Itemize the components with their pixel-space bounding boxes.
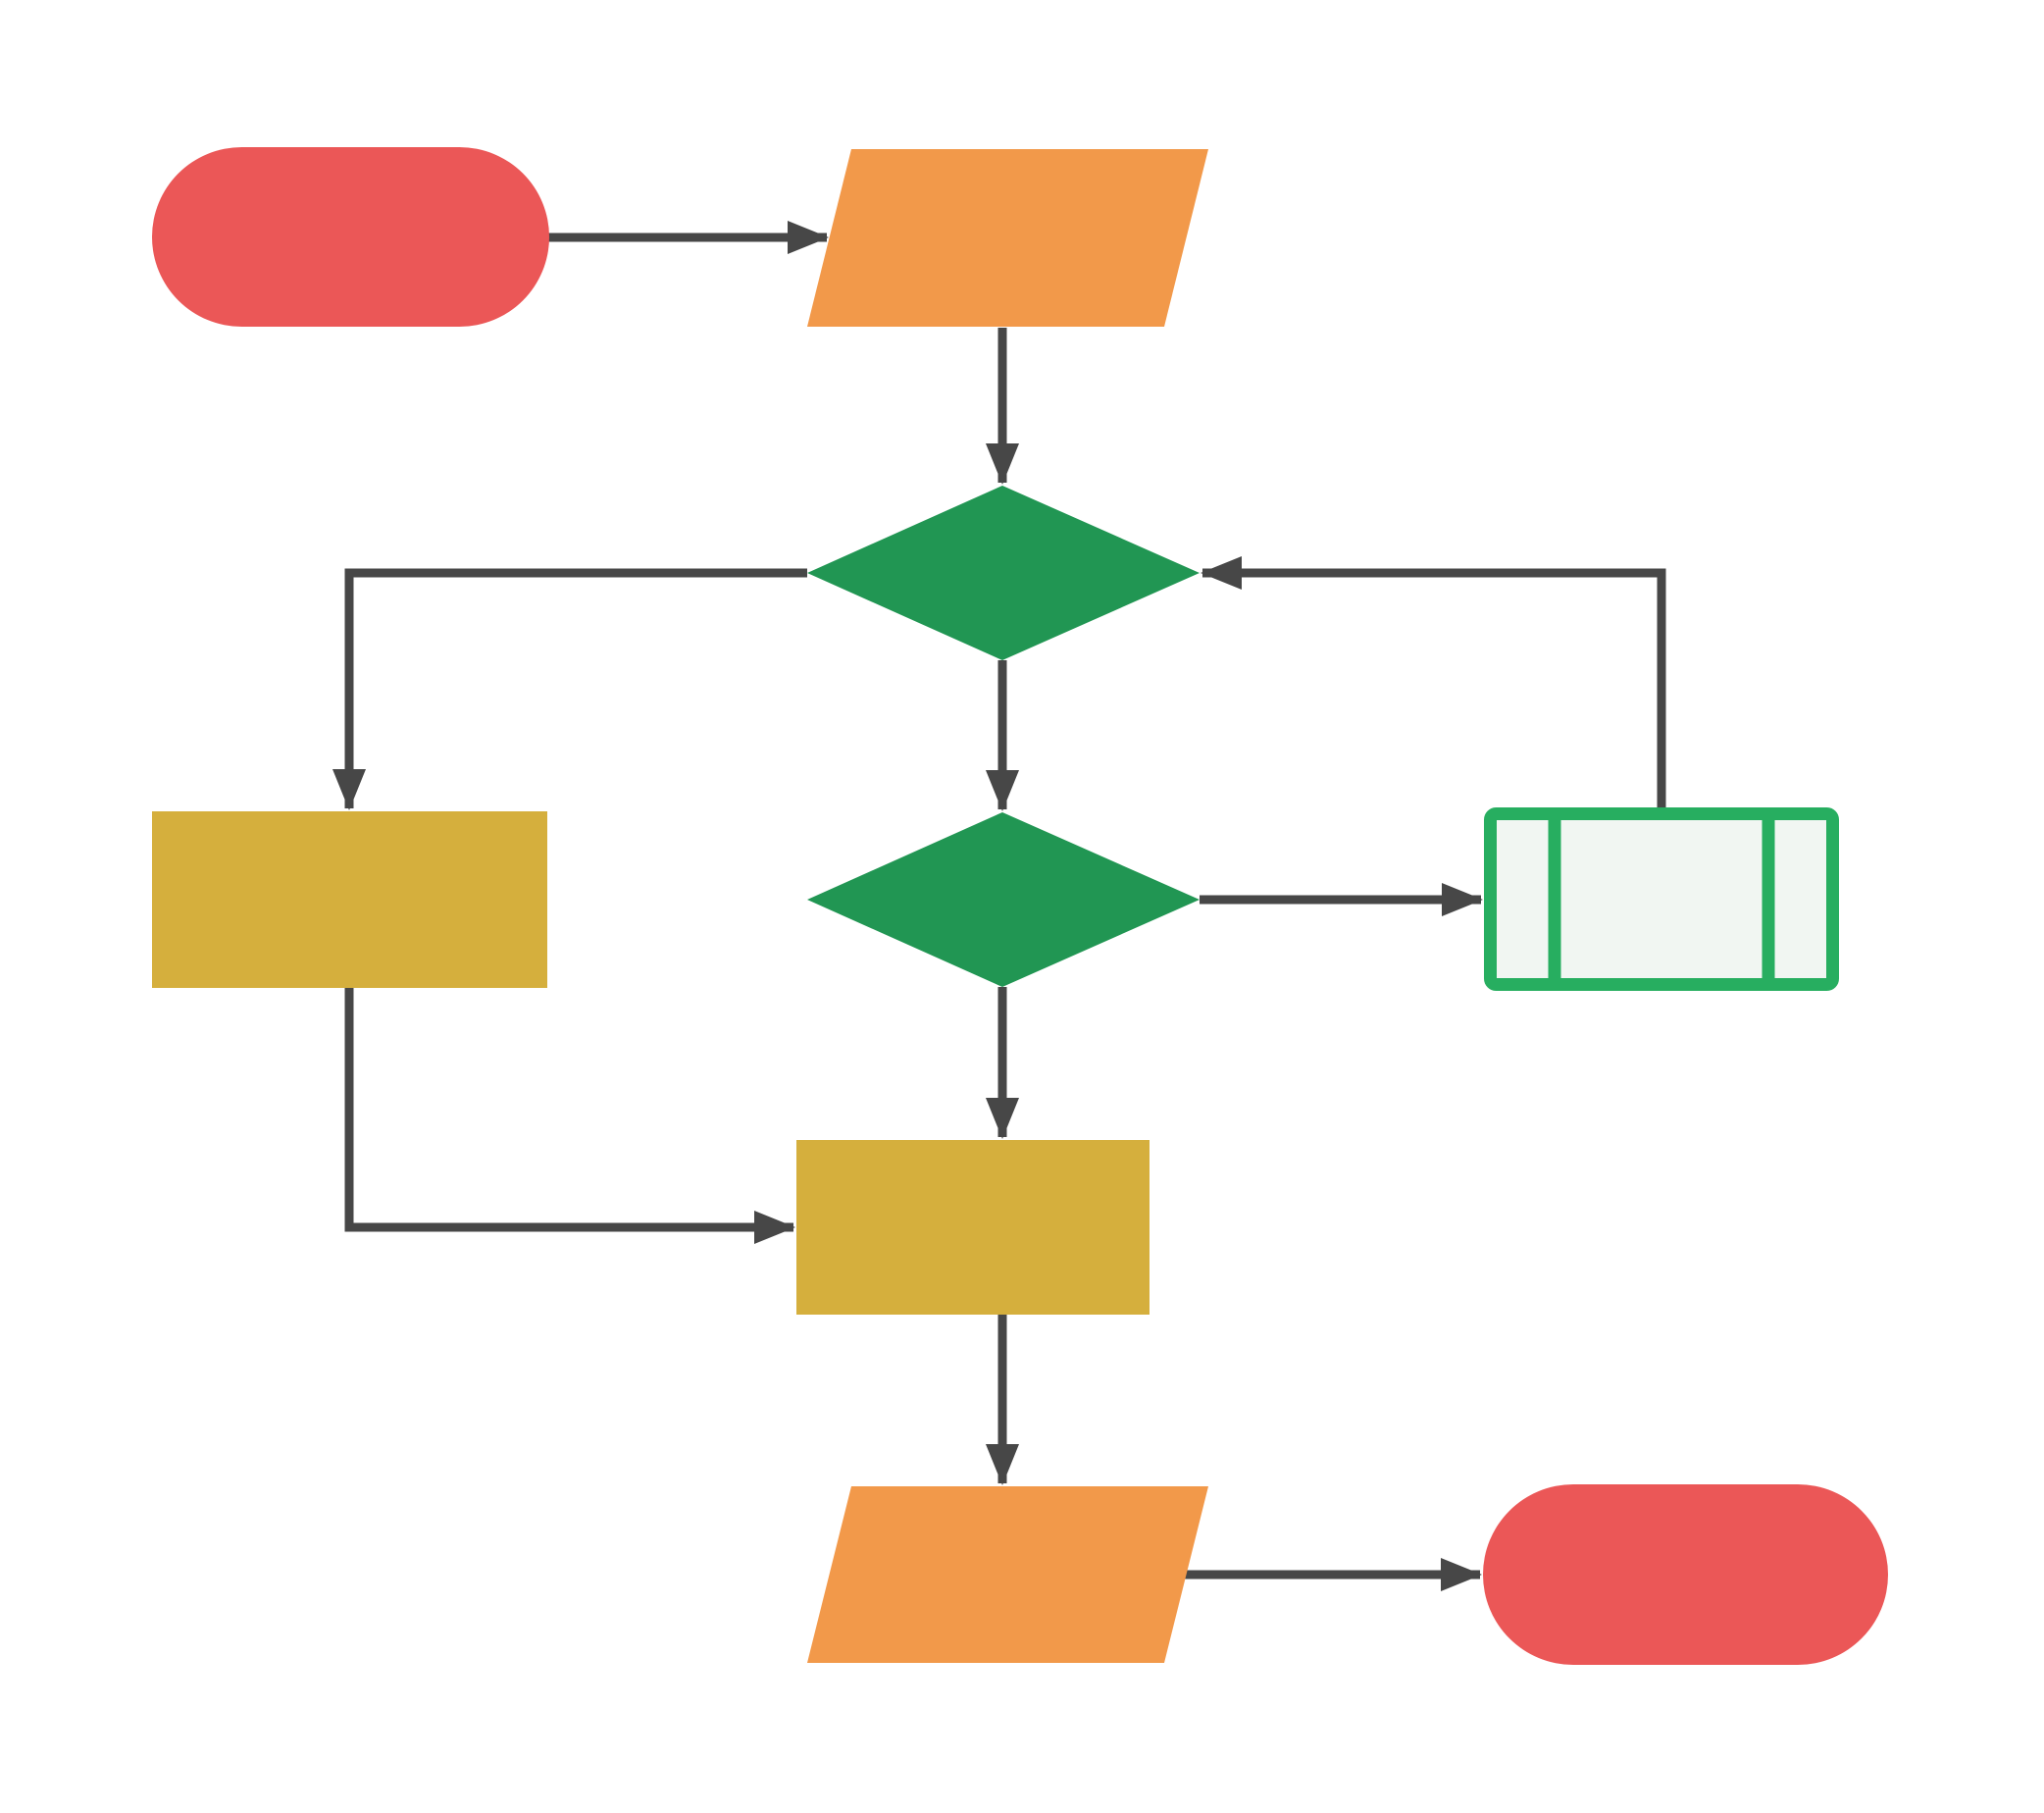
process-center-rectangle[interactable]	[796, 1140, 1150, 1315]
input-parallelogram[interactable]	[807, 149, 1208, 327]
connector-decision-1-to-process-left[interactable]	[332, 568, 807, 810]
decision-2-diamond[interactable]	[807, 812, 1200, 987]
output-parallelogram[interactable]	[807, 1486, 1208, 1663]
start-terminator-pill[interactable]	[152, 147, 549, 327]
connector-process-left-to-process-center[interactable]	[344, 988, 795, 1244]
connector-subroutine-to-decision-1[interactable]	[1201, 556, 1666, 807]
decision-1-diamond[interactable]	[807, 486, 1200, 660]
process-left-rectangle[interactable]	[152, 811, 547, 988]
predefined-process-box[interactable]	[1484, 807, 1839, 991]
end-terminator-pill[interactable]	[1483, 1484, 1888, 1665]
